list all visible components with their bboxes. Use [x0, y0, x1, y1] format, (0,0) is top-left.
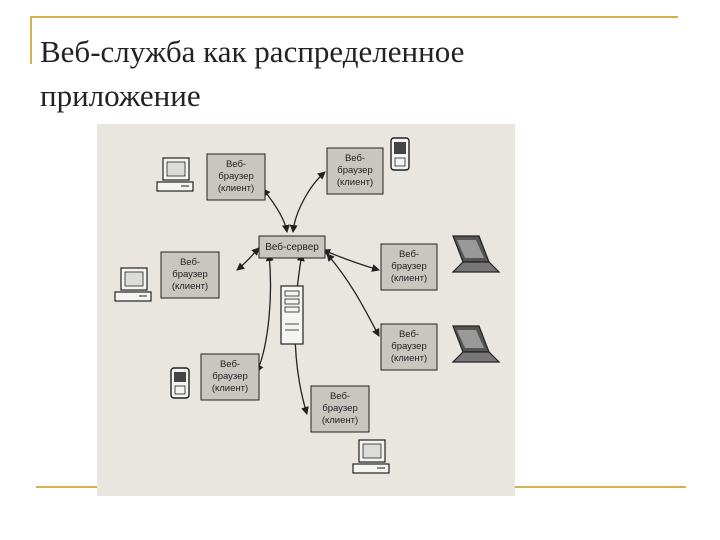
- connectors: [236, 171, 380, 415]
- client-line1: Веб-: [330, 391, 350, 402]
- client-line2: браузер: [337, 165, 372, 176]
- desktop-computer-icon: [156, 157, 194, 192]
- client-box-lower-right: Веб- браузер (клиент): [380, 323, 438, 371]
- client-line2: браузер: [391, 261, 426, 272]
- server-tower-icon: [280, 285, 304, 345]
- client-line1: Веб-: [226, 159, 246, 170]
- client-line3: (клиент): [172, 281, 208, 292]
- left-rule: [30, 16, 32, 64]
- client-box-middle-right: Веб- браузер (клиент): [380, 243, 438, 291]
- client-box-top-left: Веб- браузер (клиент): [206, 153, 266, 201]
- slide-title-line-1: Веб-служба как распределенное: [40, 34, 465, 69]
- client-line3: (клиент): [212, 383, 248, 394]
- web-server-node: Веб-сервер: [258, 235, 326, 259]
- desktop-computer-icon: [114, 267, 152, 302]
- client-line2: браузер: [391, 341, 426, 352]
- client-line1: Веб-: [220, 359, 240, 370]
- client-line3: (клиент): [337, 177, 373, 188]
- slide-title: Веб-служба как распределенное приложение: [40, 30, 680, 118]
- client-line2: браузер: [218, 171, 253, 182]
- laptop-icon: [451, 235, 501, 273]
- connector-bottom-left: [256, 253, 274, 373]
- client-line3: (клиент): [218, 183, 254, 194]
- client-line3: (клиент): [322, 415, 358, 426]
- client-line2: браузер: [172, 269, 207, 280]
- client-line1: Веб-: [180, 257, 200, 268]
- connector-middle-left: [236, 247, 260, 271]
- mobile-phone-icon: [390, 137, 410, 171]
- client-box-middle-left: Веб- браузер (клиент): [160, 251, 220, 299]
- slide-title-line-2: приложение: [40, 78, 201, 113]
- connector-lower-right: [326, 253, 380, 337]
- client-box-bottom-center: Веб- браузер (клиент): [310, 385, 370, 433]
- client-line2: браузер: [322, 403, 357, 414]
- client-box-top-right: Веб- браузер (клиент): [326, 147, 384, 195]
- client-line3: (клиент): [391, 273, 427, 284]
- web-server-box: [258, 235, 326, 259]
- web-server-label: Веб-сервер: [265, 241, 319, 253]
- top-rule: [30, 16, 678, 18]
- client-line1: Веб-: [399, 329, 419, 340]
- client-box-bottom-left: Веб- браузер (клиент): [200, 353, 260, 401]
- mobile-phone-icon: [170, 367, 190, 399]
- laptop-icon: [451, 325, 501, 363]
- connector-top-right: [289, 171, 326, 233]
- network-diagram: Веб-сервер Веб- браузер (клиент) Веб- бр…: [97, 124, 515, 496]
- client-line2: браузер: [212, 371, 247, 382]
- connector-top-left: [262, 188, 290, 233]
- desktop-computer-icon: [352, 439, 390, 474]
- client-line3: (клиент): [391, 353, 427, 364]
- client-line1: Веб-: [399, 249, 419, 260]
- client-line1: Веб-: [345, 153, 365, 164]
